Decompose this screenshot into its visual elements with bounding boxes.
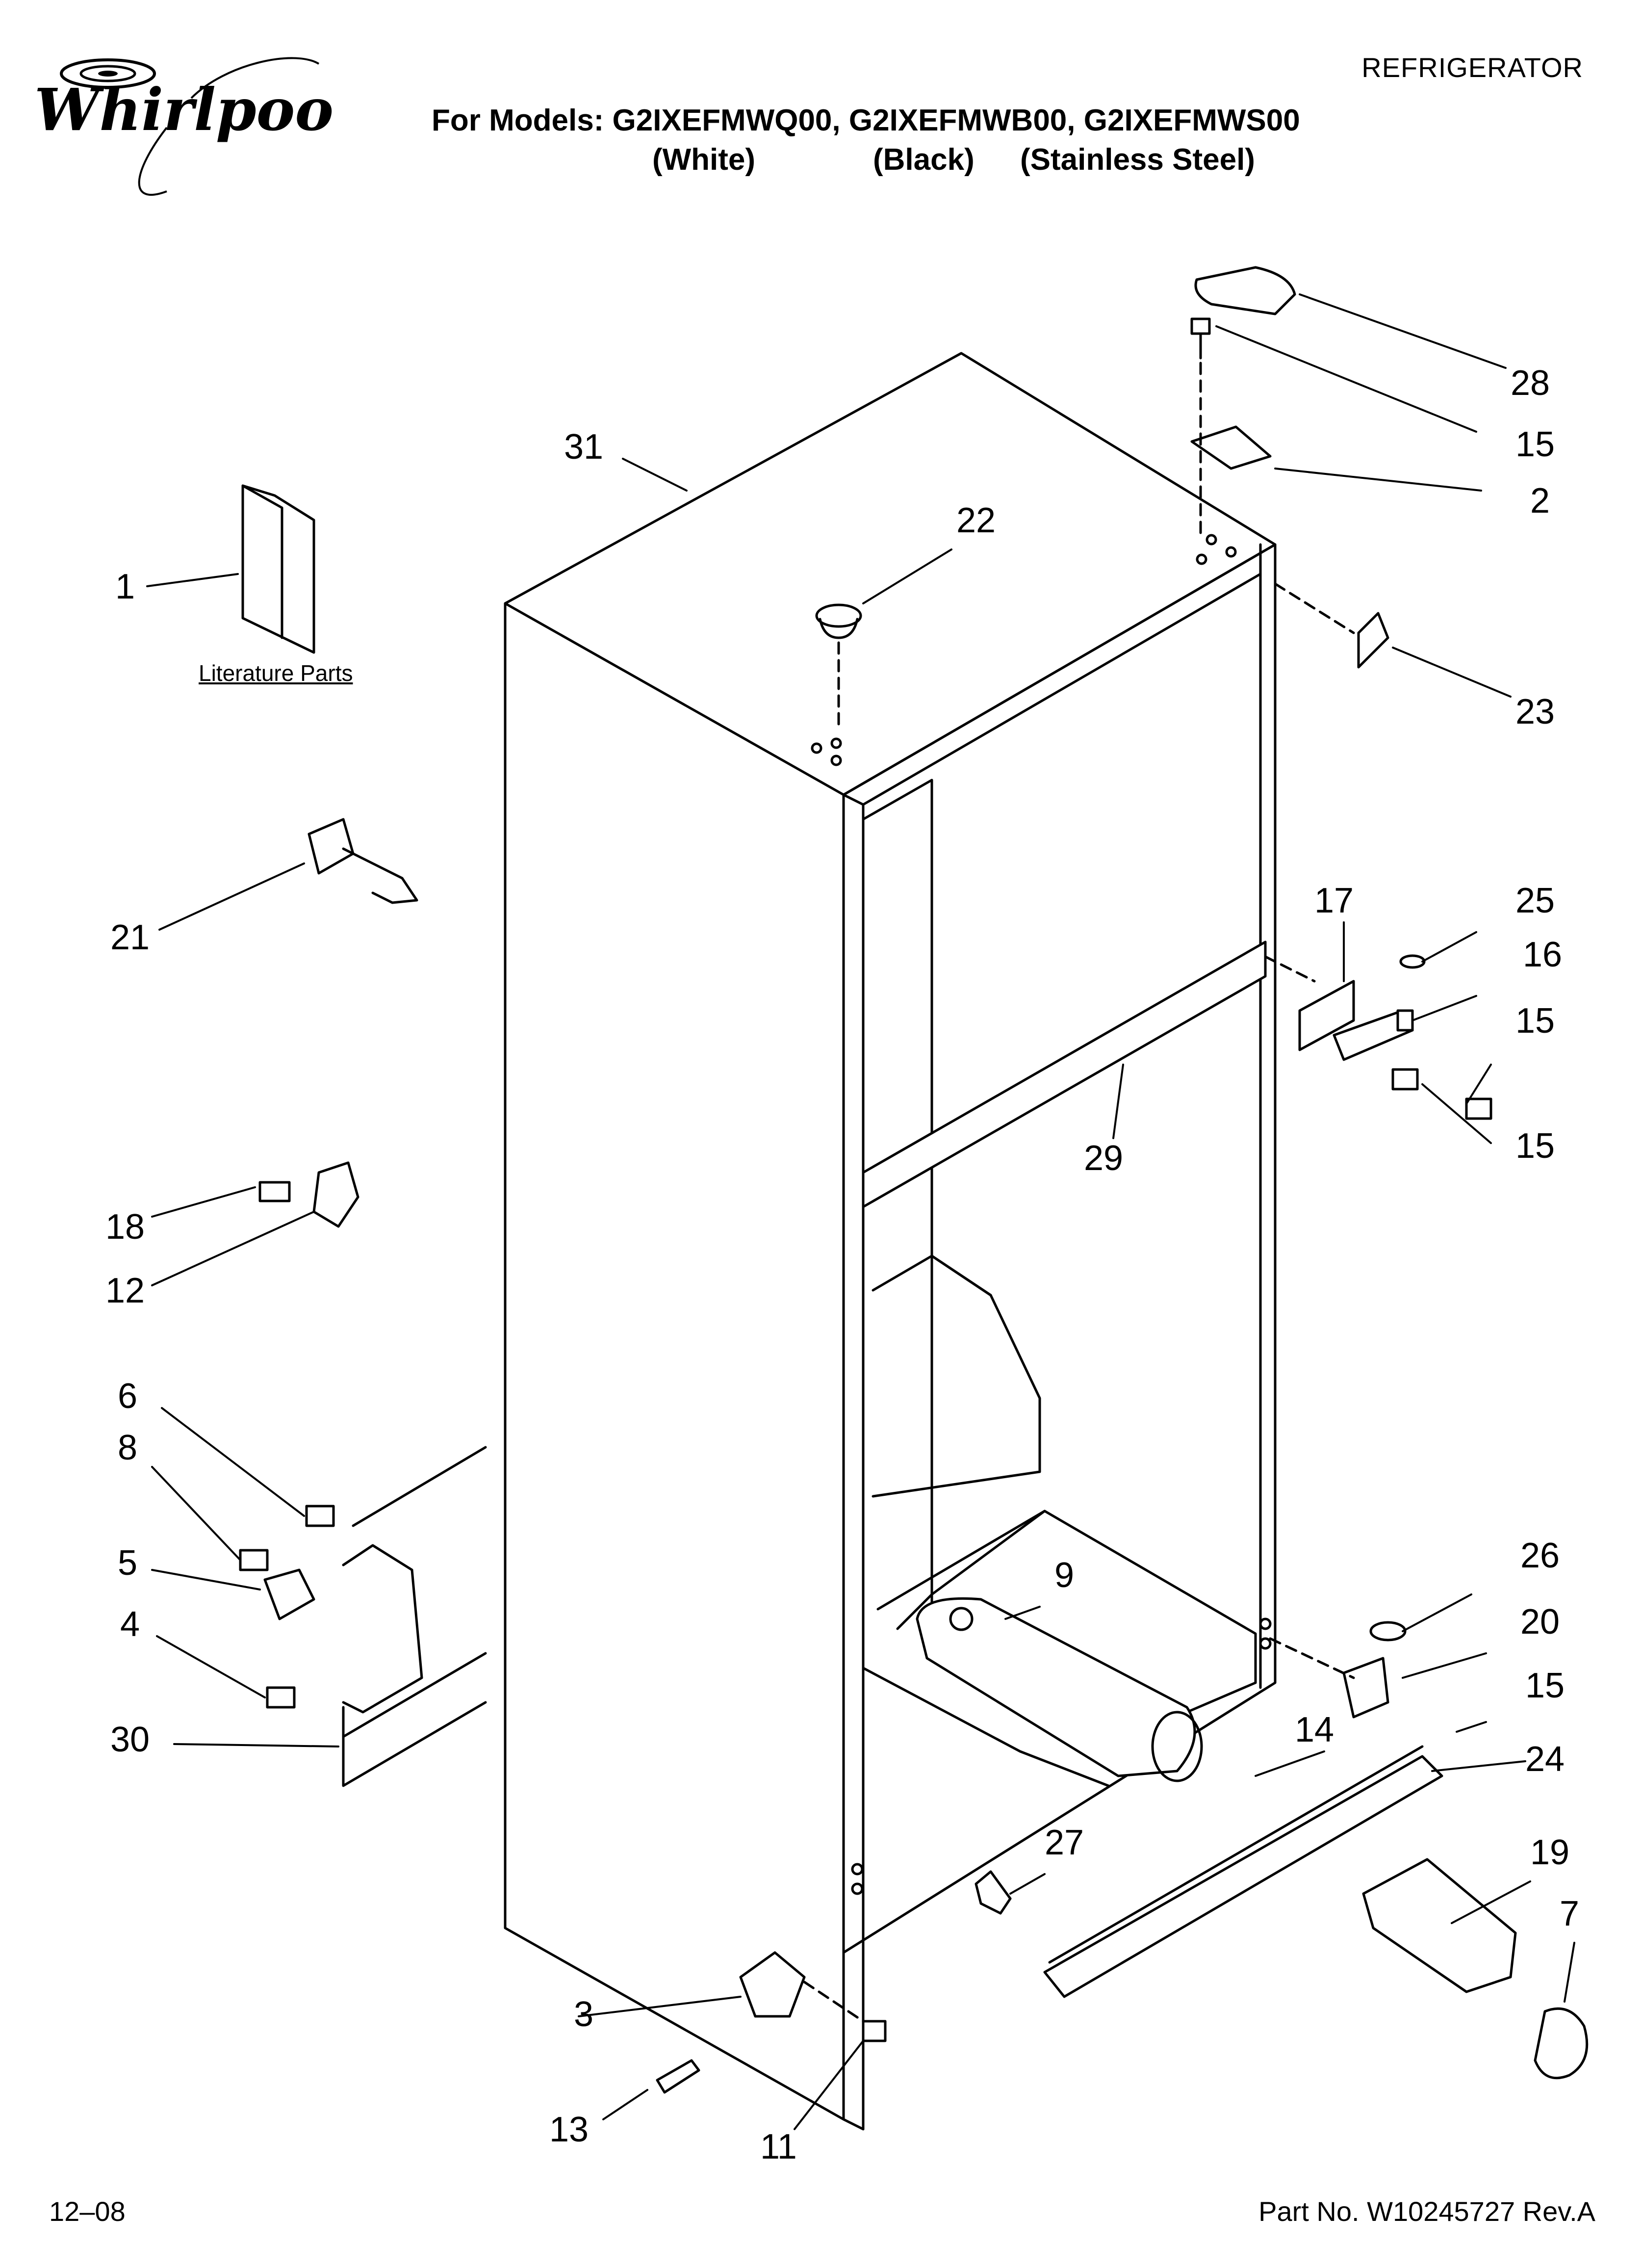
water-filter-housing-part [916,1597,1203,1782]
callout-28: 28 [1511,364,1550,403]
handle-bracket-part [308,818,355,875]
whirlpool-logo: Whirlpool [20,44,356,211]
callout-30: 30 [110,1720,150,1759]
left-screw-8-part [239,1549,269,1571]
callout-15-lower: 15 [1515,1126,1555,1166]
cabinet-outline [504,352,1277,2131]
door-stop-part [312,1161,359,1228]
callout-21: 21 [110,918,150,957]
lower-hinge-washer-part [1369,1621,1407,1642]
callout-6: 6 [118,1377,138,1416]
callout-16: 16 [1523,935,1563,974]
roller-screw-part [862,2020,887,2042]
callout-17: 17 [1314,881,1354,920]
callout-8: 8 [118,1428,138,1467]
hinge-pin-cap-part [1357,612,1389,669]
leader-lines [146,293,1575,2130]
callout-3: 3 [574,1995,594,2034]
callout-23: 23 [1515,692,1555,731]
lower-hinge-part [1342,1657,1389,1719]
callout-15-top: 15 [1515,425,1555,464]
hinge-cover-part [1194,266,1296,315]
footer-date: 12–08 [49,2196,126,2227]
callout-19: 19 [1530,1833,1570,1872]
footer-part-number: Part No. W10245727 Rev.A [1258,2196,1595,2227]
left-screw-6-part [305,1505,335,1527]
left-screw-4-part [266,1686,296,1709]
callout-25: 25 [1515,881,1555,920]
top-hinge-screw-part [1190,317,1211,335]
pin-part [656,2059,700,2094]
center-hinge-bracket-part [1298,980,1355,1051]
callout-1: 1 [115,567,135,606]
callout-15-bottom: 15 [1525,1666,1565,1705]
color-label-stainless: (Stainless Steel) [1020,143,1255,177]
callout-20: 20 [1520,1602,1560,1642]
brace-part [342,1544,423,1714]
literature-parts-caption: Literature Parts [199,660,353,686]
callout-5: 5 [118,1543,138,1583]
filter-cap-part [1534,2007,1589,2080]
callout-24: 24 [1525,1740,1565,1779]
base-grille-part [1043,1755,1443,1998]
color-label-black: (Black) [873,143,975,177]
clip-part [975,1870,1012,1915]
clamp-part [263,1568,315,1620]
callout-12: 12 [105,1271,145,1310]
callout-2: 2 [1530,481,1550,521]
callout-31: 31 [564,427,604,467]
callout-26: 26 [1520,1536,1560,1575]
literature-booklet-part [241,484,315,654]
roller-bracket-part [739,1951,806,2018]
top-hinge-part [1190,425,1272,470]
door-stop-screw-part [258,1181,291,1202]
page-category: REFRIGERATOR [1361,52,1583,83]
callout-29: 29 [1084,1139,1124,1178]
callout-4: 4 [120,1605,140,1644]
color-label-white: (White) [652,143,756,177]
callout-13: 13 [549,2110,589,2149]
center-hinge-screw-part [1391,1068,1419,1091]
callout-22: 22 [956,501,996,540]
callout-7: 7 [1560,1894,1580,1933]
filter-cartridge-part [1362,1858,1517,1993]
callout-14: 14 [1295,1710,1334,1749]
callout-15-mid: 15 [1515,1001,1555,1041]
svg-text:Whirlpool: Whirlpool [34,76,334,144]
callout-27: 27 [1045,1823,1084,1862]
models-line: For Models: G2IXEFMWQ00, G2IXEFMWB00, G2… [432,104,1300,137]
whirlpool-logo-graphic: Whirlpool [34,57,356,196]
callout-9: 9 [1054,1556,1075,1595]
callout-11: 11 [760,2127,797,2166]
hole-plug-part [815,603,862,628]
callout-18: 18 [105,1207,145,1247]
